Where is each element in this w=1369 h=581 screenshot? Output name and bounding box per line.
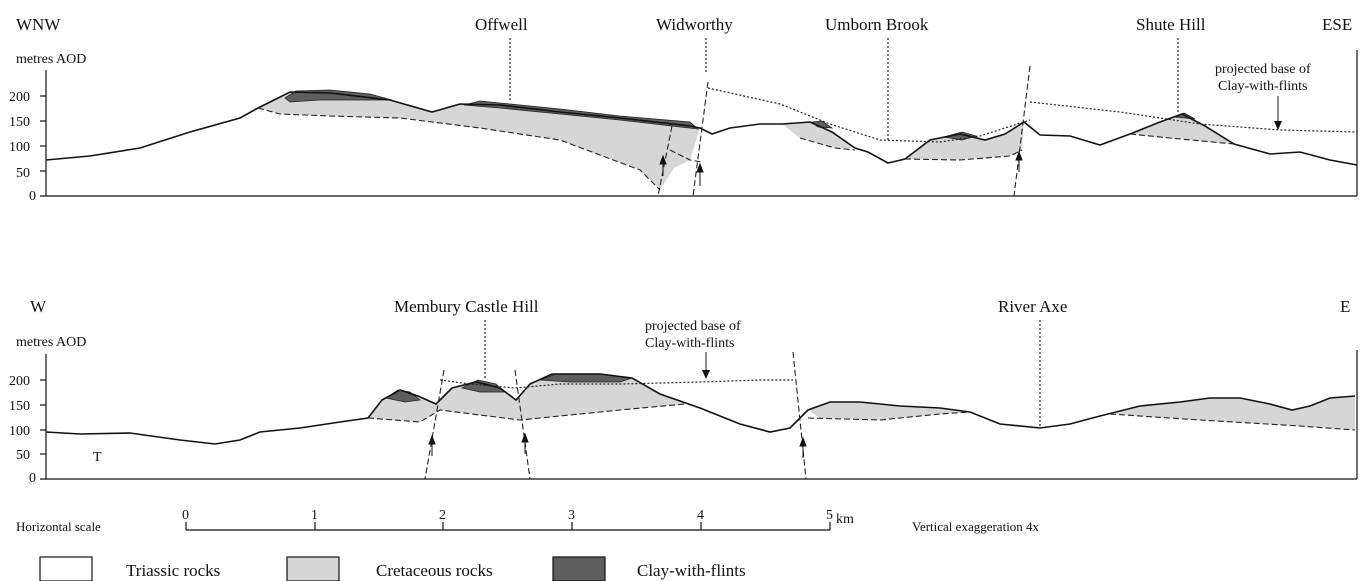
section-a-fault: [1013, 65, 1031, 197]
annotation-arrow-icon: [702, 352, 710, 379]
horizontal-scale-label: Horizontal scale: [16, 519, 101, 534]
cretaceous-body-shute-hill: [1130, 114, 1234, 144]
section-a-axis-unit: metres AOD: [16, 52, 86, 67]
section-b: W E Membury Castle Hill River Axe projec…: [9, 297, 1358, 486]
section-b-ytick-50: 50: [16, 448, 30, 463]
section-a-ytick-0: 0: [29, 189, 36, 204]
vertical-exaggeration-label: Vertical exaggeration 4x: [912, 519, 1040, 534]
section-a-right-orientation: ESE: [1322, 15, 1352, 34]
scale-tick-label: 3: [568, 508, 575, 523]
section-a-ytick-150: 150: [9, 115, 30, 130]
scale-tick-label: 1: [311, 508, 318, 523]
legend: Triassic rocks Cretaceous rocks Clay-wit…: [39, 556, 746, 581]
section-b-projected-clay-base: [439, 379, 793, 389]
cretaceous-body-umborn-east: [905, 122, 1024, 160]
scale-tick-label: 5: [826, 508, 833, 523]
section-a-cretaceous-base: [669, 149, 703, 163]
scale-tick-label: 4: [697, 508, 704, 523]
section-a-cretaceous-base: [904, 149, 1023, 161]
section-a-projected-clay-base: [1029, 101, 1358, 133]
cretaceous-body-central: [808, 402, 970, 420]
fault-movement-arrow-icon: [428, 434, 436, 456]
legend-swatch-cretaceous: [286, 556, 340, 581]
section-b-ground-surface: [45, 373, 1356, 445]
section-a-left-orientation: WNW: [16, 15, 61, 34]
scale-bar: Horizontal scale 0 1 2 3 4 5 km Vertical…: [16, 508, 1040, 534]
place-label-widworthy: Widworthy: [656, 15, 733, 34]
fault-movement-arrow-icon: [659, 154, 667, 176]
place-label-shute-hill: Shute Hill: [1136, 15, 1206, 34]
section-a-fault: [692, 81, 709, 197]
section-b-cretaceous-base: [367, 403, 686, 423]
place-label-river-axe: River Axe: [998, 297, 1067, 316]
section-b-ytick-150: 150: [9, 399, 30, 414]
scale-unit-label: km: [836, 512, 854, 527]
legend-swatch-triassic: [39, 556, 93, 581]
section-b-left-orientation: W: [30, 297, 47, 316]
section-b-ytick-100: 100: [9, 424, 30, 439]
section-b-right-orientation: E: [1340, 297, 1350, 316]
fault-movement-arrow-icon: [521, 432, 529, 454]
cretaceous-body-east: [1110, 396, 1355, 430]
fault-movement-arrow-icon: [1015, 150, 1023, 172]
section-a-ytick-200: 200: [9, 90, 30, 105]
cretaceous-body-offwell: [258, 92, 700, 190]
cretaceous-body-membury: [368, 374, 685, 422]
section-a-cretaceous-base: [257, 107, 661, 191]
cretaceous-body-umborn-west: [782, 122, 855, 148]
section-a-cretaceous-base: [1129, 133, 1235, 145]
section-a: WNW ESE Offwell Widworthy Umborn Brook S…: [9, 15, 1358, 204]
legend-label-clay-with-flints: Clay-with-flints: [637, 561, 746, 580]
section-b-annotation-line1: projected base of: [645, 319, 741, 334]
legend-label-cretaceous: Cretaceous rocks: [376, 561, 493, 580]
section-b-rock-code: T: [93, 450, 102, 465]
section-b-cretaceous-base: [807, 411, 971, 421]
fault-movement-arrow-icon: [799, 436, 807, 458]
section-b-ytick-200: 200: [9, 374, 30, 389]
fault-movement-arrow-icon: [696, 162, 704, 186]
scale-tick-label: 2: [439, 508, 446, 523]
section-a-annotation-line1: projected base of: [1215, 62, 1311, 77]
section-a-ground-surface: [45, 91, 1358, 166]
legend-label-triassic: Triassic rocks: [126, 561, 220, 580]
section-a-fault: [657, 125, 673, 197]
section-b-annotation-line2: Clay-with-flints: [645, 336, 734, 351]
section-a-annotation-line2: Clay-with-flints: [1218, 79, 1307, 94]
section-b-fault: [424, 369, 445, 480]
section-b-axis-unit: metres AOD: [16, 335, 86, 350]
section-b-cretaceous-base: [1109, 413, 1356, 431]
section-a-cretaceous-base: [799, 137, 856, 151]
place-label-umborn-brook: Umborn Brook: [825, 15, 929, 34]
scale-tick-label: 0: [182, 508, 189, 523]
place-label-offwell: Offwell: [475, 15, 528, 34]
section-b-fault: [792, 351, 807, 480]
section-a-ytick-100: 100: [9, 140, 30, 155]
section-b-ytick-0: 0: [29, 471, 36, 486]
legend-swatch-clay-with-flints: [552, 556, 606, 581]
section-a-projected-clay-base: [707, 87, 1031, 143]
place-label-membury-castle-hill: Membury Castle Hill: [394, 297, 539, 316]
annotation-arrow-icon: [1274, 96, 1282, 130]
section-a-ytick-50: 50: [16, 166, 30, 181]
clay-cap-east-hill: [539, 373, 633, 383]
